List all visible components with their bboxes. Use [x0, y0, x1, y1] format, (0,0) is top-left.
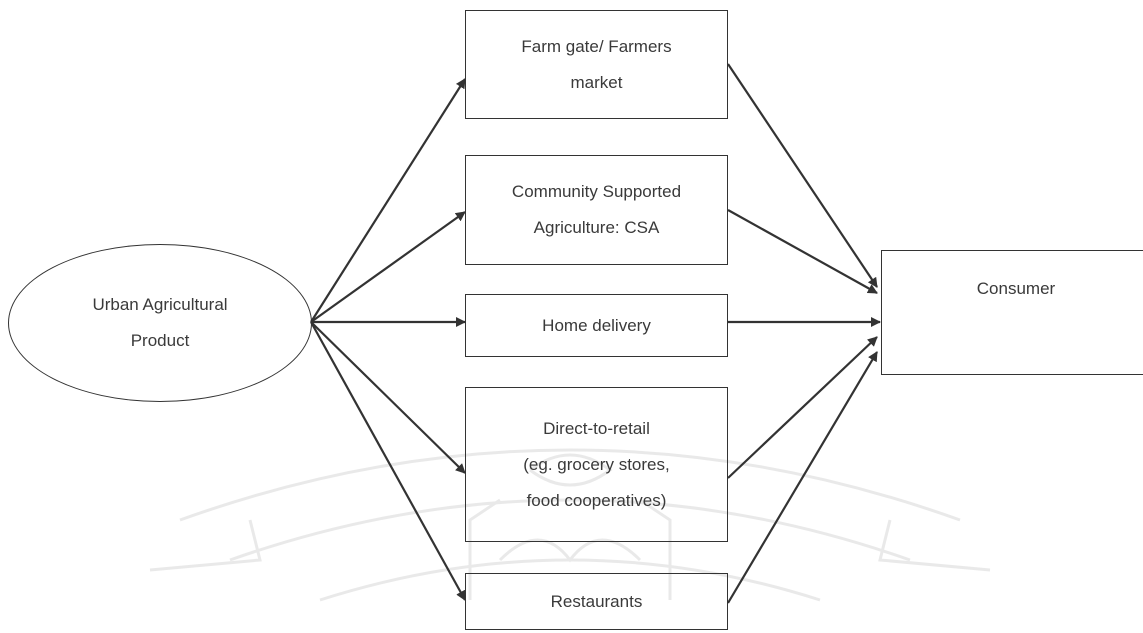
- arrow-source-to-direct-retail: [310, 321, 466, 474]
- target-box-consumer: Consumer: [881, 250, 1143, 375]
- channel-label-line: Agriculture: CSA: [533, 218, 660, 237]
- target-label: Consumer: [976, 279, 1056, 298]
- channel-box-farm-gate: Farm gate/ Farmers market: [465, 10, 728, 119]
- channel-label-line: Restaurants: [550, 591, 643, 611]
- arrow-source-to-farm-gate: [310, 78, 466, 323]
- channel-box-csa: Community Supported Agriculture: CSA: [465, 155, 728, 265]
- arrow-restaurants-to-consumer: [727, 351, 878, 604]
- channel-label-line: food cooperatives): [526, 490, 667, 510]
- arrow-farm-gate-to-consumer: [727, 63, 878, 288]
- channel-box-restaurants: Restaurants: [465, 573, 728, 630]
- source-label-line-2: Product: [130, 331, 190, 350]
- arrow-csa-to-consumer: [727, 209, 878, 294]
- channel-label-line: Home delivery: [542, 315, 651, 335]
- channel-box-home-delivery: Home delivery: [465, 294, 728, 357]
- source-label-line-1: Urban Agricultural: [92, 295, 228, 314]
- arrow-direct-retail-to-consumer: [727, 336, 878, 479]
- channel-box-direct-retail: Direct-to-retail (eg. grocery stores, fo…: [465, 387, 728, 542]
- channel-label-line: Direct-to-retail: [543, 418, 650, 438]
- arrow-source-to-restaurants: [310, 321, 466, 601]
- arrow-source-to-csa: [310, 211, 466, 323]
- channel-label-line: (eg. grocery stores,: [523, 454, 670, 474]
- channel-label-line: Farm gate/ Farmers: [521, 36, 672, 56]
- channel-label-line: market: [570, 72, 623, 92]
- channel-label-line: Community Supported: [511, 182, 682, 201]
- source-node-urban-agricultural-product: Urban Agricultural Product: [8, 244, 312, 402]
